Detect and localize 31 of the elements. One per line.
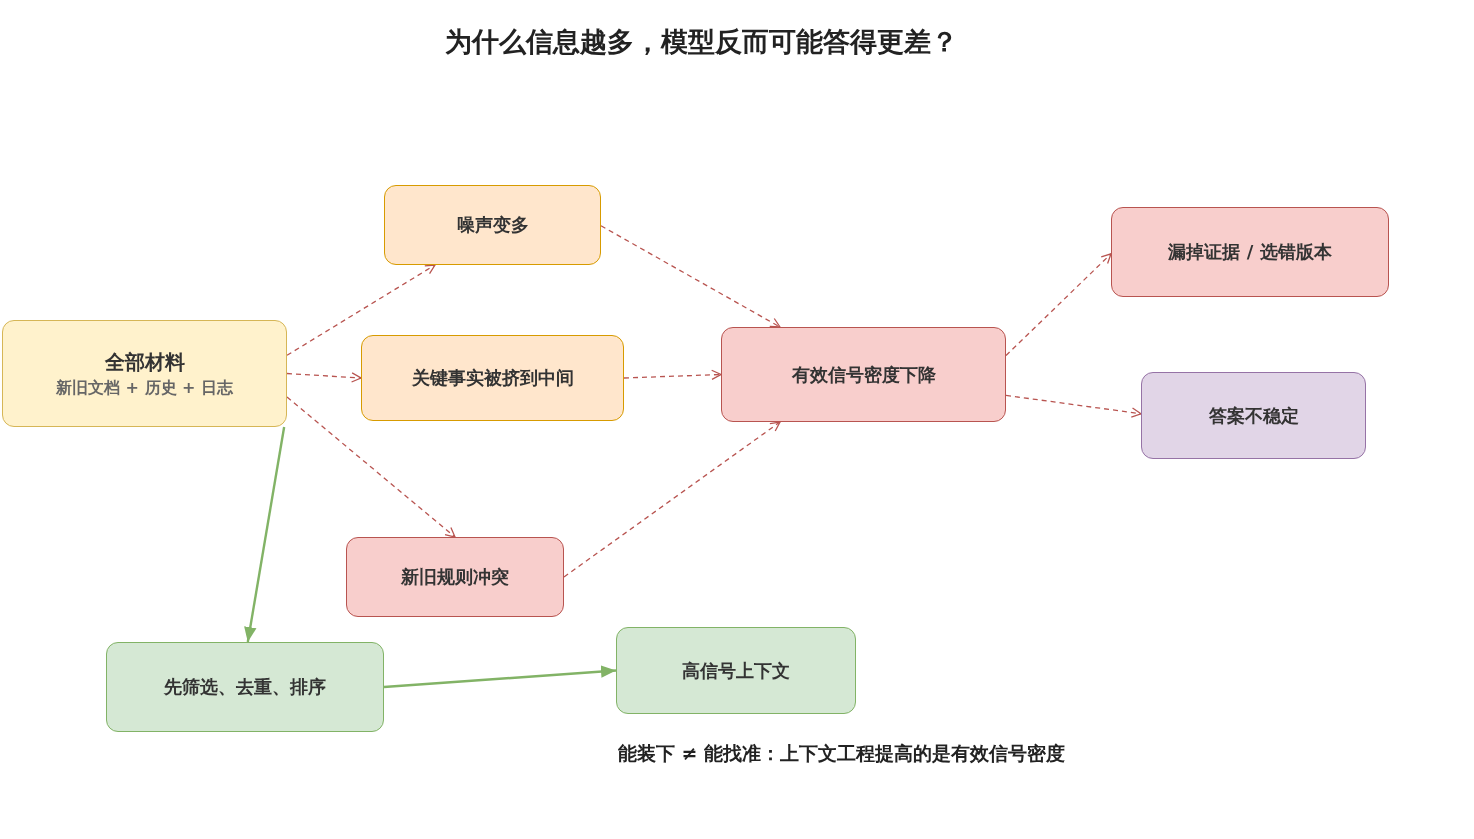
dashed-arrow	[286, 372, 362, 383]
process-box	[361, 335, 624, 421]
process-box	[384, 185, 601, 265]
process-box	[346, 537, 564, 617]
arrow	[244, 426, 286, 643]
node-title: 先筛选、去重、排序	[164, 675, 326, 699]
process-box	[616, 627, 856, 714]
node-title: 答案不稳定	[1208, 403, 1299, 428]
arrow	[383, 665, 617, 689]
diagram-title: 为什么信息越多，模型反而可能答得更差？	[444, 25, 958, 59]
dashed-arrow	[563, 421, 781, 578]
dashed-arrow	[600, 225, 781, 328]
process-box	[721, 327, 1006, 422]
dashed-arrow	[286, 396, 456, 538]
dashed-arrow	[286, 264, 436, 356]
dashed-arrow	[1005, 394, 1142, 418]
node-title: 有效信号密度下降	[791, 362, 936, 387]
process-box	[1111, 207, 1389, 297]
node-subtitle: 新旧文档 + 历史 + 日志	[55, 377, 234, 399]
node-title: 全部材料	[104, 348, 185, 375]
process-box	[1141, 372, 1366, 459]
process-box	[106, 642, 384, 732]
node-title: 漏掉证据 / 选错版本	[1168, 240, 1332, 264]
node-title: 噪声变多	[456, 213, 529, 237]
node-title: 关键事实被挤到中间	[411, 366, 574, 390]
dashed-arrow	[1005, 253, 1112, 357]
note-text: 能装下 ≠ 能找准：上下文工程提高的是有效信号密度	[618, 741, 1066, 766]
node-title: 新旧规则冲突	[401, 565, 509, 589]
process-box	[2, 320, 287, 427]
node-title: 高信号上下文	[682, 658, 790, 683]
dashed-arrow	[623, 369, 722, 381]
